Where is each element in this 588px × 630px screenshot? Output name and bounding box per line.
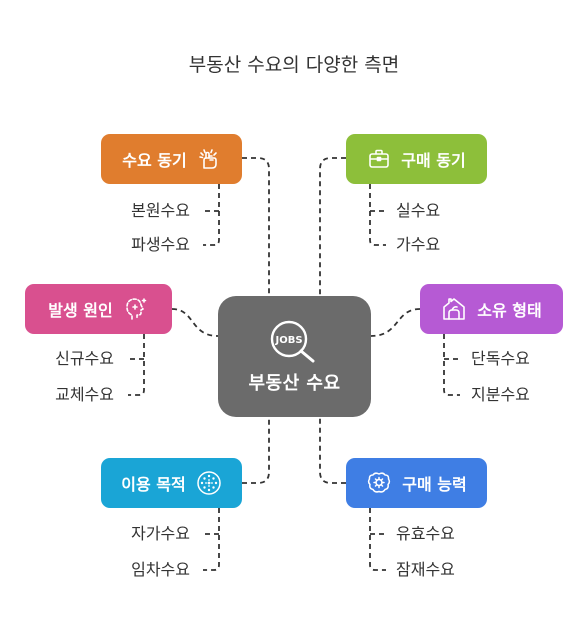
node-occurrence-cause: 발생 원인	[25, 284, 172, 334]
item-new-demand: 신규수요	[55, 349, 114, 368]
magnifier-jobs-icon: JOBS	[270, 320, 314, 362]
dotted-circle-icon	[196, 471, 221, 495]
center-icon-text: JOBS	[274, 335, 302, 346]
brain-gear-icon	[368, 472, 391, 493]
node-purchasing-power: 구매 능력	[346, 458, 487, 508]
node-usage-purpose: 이용 목적	[101, 458, 242, 508]
item-owner-demand: 자가수요	[131, 524, 190, 543]
node-demand-motive-label: 수요 동기	[122, 151, 187, 170]
item-potential-demand: 잠재수요	[396, 560, 455, 579]
head-sparkle-icon	[125, 298, 147, 320]
item-primary-demand: 본원수요	[131, 201, 190, 220]
house-hand-icon	[443, 298, 466, 320]
node-purchase-motive-label: 구매 동기	[401, 151, 466, 170]
node-purchase-motive: 구매 동기	[346, 134, 487, 184]
item-rental-demand: 임차수요	[131, 560, 190, 579]
hand-pointing-icon	[198, 149, 217, 169]
node-usage-purpose-label: 이용 목적	[121, 475, 186, 494]
node-ownership-type: 소유 형태	[420, 284, 563, 334]
item-share-demand: 지분수요	[471, 385, 530, 404]
diagram-title: 부동산 수요의 다양한 측면	[188, 54, 400, 76]
item-effective-demand: 유효수요	[396, 524, 455, 543]
node-demand-motive: 수요 동기	[101, 134, 242, 184]
briefcase-icon	[369, 149, 390, 168]
item-speculative-demand: 가수요	[396, 235, 441, 254]
item-actual-demand: 실수요	[396, 201, 441, 220]
node-occurrence-cause-label: 발생 원인	[48, 301, 113, 320]
center-label: 부동산 수요	[248, 372, 341, 394]
node-purchasing-power-label: 구매 능력	[402, 475, 467, 494]
item-replacement-demand: 교체수요	[55, 385, 114, 404]
item-derived-demand: 파생수요	[131, 235, 190, 254]
item-sole-demand: 단독수요	[471, 349, 530, 368]
node-ownership-type-label: 소유 형태	[477, 301, 542, 320]
center-node: JOBS 부동산 수요	[218, 296, 371, 417]
